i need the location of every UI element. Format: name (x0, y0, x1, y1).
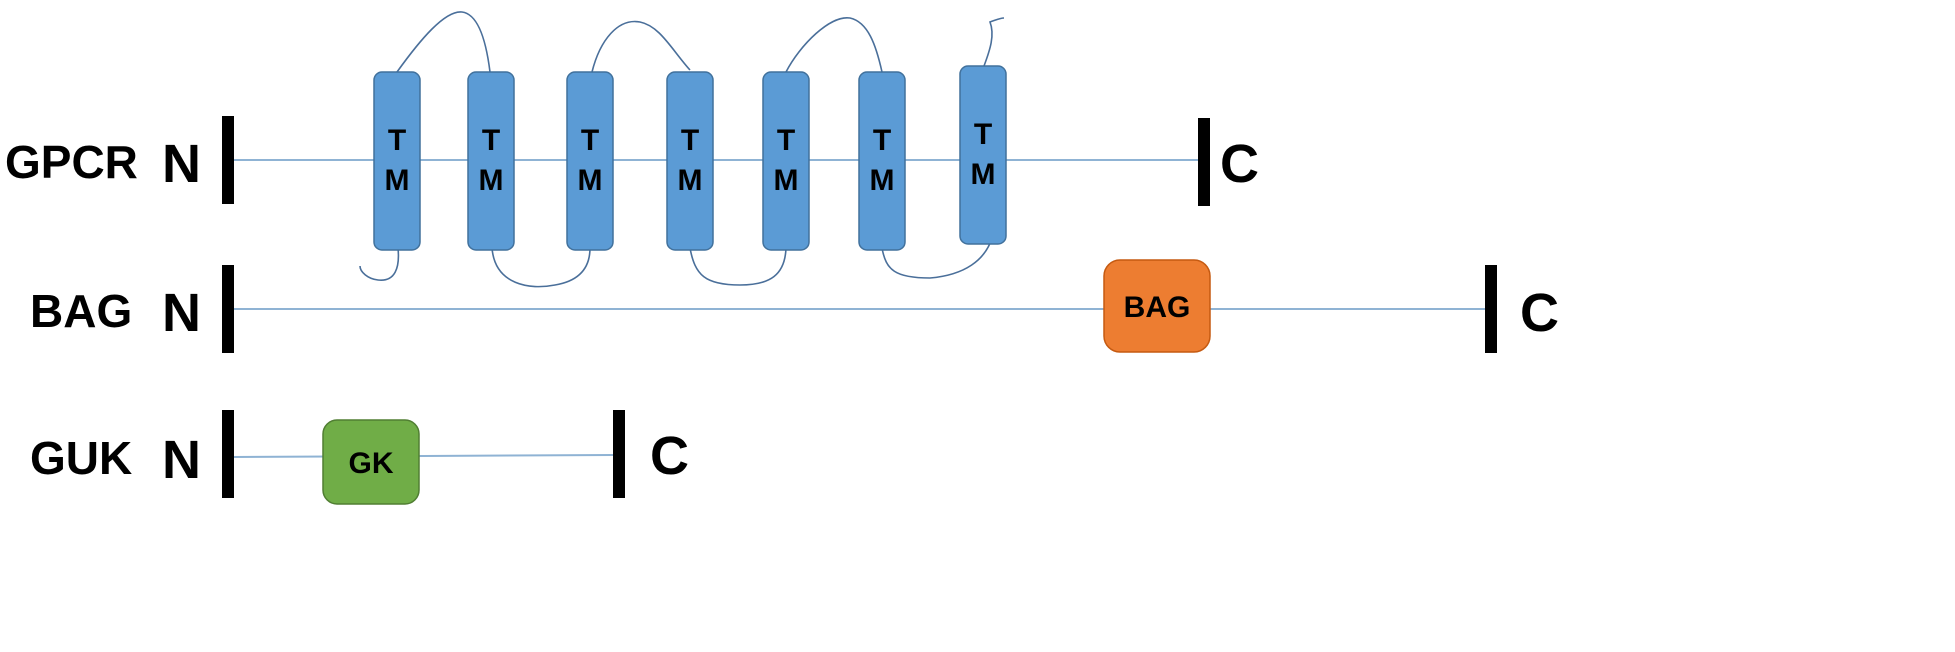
tm-helix-4 (666, 71, 714, 251)
gk-domain-label: GK (349, 447, 394, 480)
intracellular-loop-1 (491, 247, 591, 288)
bag-domain (1103, 259, 1211, 353)
tm-helix-6 (858, 71, 906, 251)
bag-row: BAG N BAG C (30, 259, 1559, 353)
tm-label-bottom: M (678, 164, 703, 197)
tm-helix-3 (566, 71, 614, 251)
tm-label-top: T (873, 124, 891, 157)
tm-segment: T M (666, 71, 714, 251)
tm-label-bottom: M (971, 158, 996, 191)
gpcr-loops (359, 11, 1005, 288)
guk-c-terminus: C (650, 426, 689, 486)
tm-label-bottom: M (479, 164, 504, 197)
bag-c-end-bar (1485, 265, 1497, 353)
tm-helix-2 (467, 71, 515, 251)
gpcr-n-end-bar (222, 116, 234, 204)
tm-helix-1 (373, 71, 421, 251)
gpcr-c-end-bar (1198, 118, 1210, 206)
guk-backbone (233, 454, 614, 458)
row-label-bag: BAG (30, 285, 132, 337)
bag-c-terminus: C (1520, 283, 1559, 343)
tm-segment: T M (762, 71, 810, 251)
tm-segment: T M (858, 71, 906, 251)
tm-label-top: T (482, 124, 500, 157)
bag-n-end-bar (222, 265, 234, 353)
row-label-guk: GUK (30, 432, 132, 484)
extracellular-loop-2 (591, 20, 691, 73)
guk-row: GUK N GK C (30, 410, 689, 505)
tm-helix-7 (959, 65, 1007, 245)
tm-label-bottom: M (385, 164, 410, 197)
tm-label-top: T (777, 124, 795, 157)
guk-c-end-bar (613, 410, 625, 498)
tm-label-bottom: M (578, 164, 603, 197)
tm-label-top: T (581, 124, 599, 157)
tm-segment: T M (566, 71, 614, 251)
tm-helix-5 (762, 71, 810, 251)
gpcr-row: GPCR N C T M T M T (5, 11, 1259, 288)
row-label-gpcr: GPCR (5, 136, 138, 188)
tm-label-top: T (681, 124, 699, 157)
tm-label-top: T (388, 124, 406, 157)
tm-label-bottom: M (774, 164, 799, 197)
intracellular-loop-2 (689, 247, 787, 286)
bag-domain-label: BAG (1124, 291, 1191, 324)
intracellular-loop-3 (881, 237, 993, 279)
gpcr-n-terminus: N (162, 134, 201, 194)
n-term-intracellular-tail (359, 247, 400, 281)
tm-label-bottom: M (870, 164, 895, 197)
extracellular-loop-1 (396, 11, 491, 73)
extracellular-loop-3 (785, 17, 883, 73)
tm-label-top: T (974, 118, 992, 151)
c-term-extracellular-tail (983, 17, 1005, 67)
guk-n-end-bar (222, 410, 234, 498)
tm-segment: T M (373, 71, 421, 251)
bag-n-terminus: N (162, 283, 201, 343)
gk-domain (322, 419, 420, 505)
tm-segment: T M (959, 65, 1007, 245)
tm-segment: T M (467, 71, 515, 251)
gpcr-c-terminus: C (1220, 134, 1259, 194)
guk-n-terminus: N (162, 430, 201, 490)
